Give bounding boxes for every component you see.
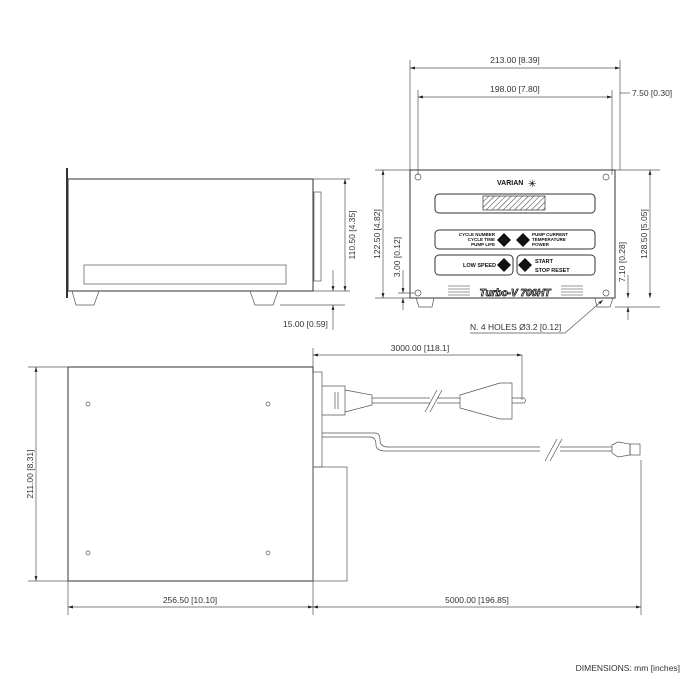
units-note: DIMENSIONS: mm [inches]	[576, 663, 680, 673]
model-logo: Turbo-V 700HT	[480, 288, 552, 299]
left-info-button[interactable]	[497, 233, 511, 247]
label-stop-reset: STOP RESET	[535, 268, 570, 274]
varian-star-icon: ✳	[528, 179, 536, 190]
label-low-speed: LOW SPEED	[463, 263, 496, 269]
label-start: START	[535, 259, 554, 265]
dim-side-height: 110.50 [4.35]	[347, 211, 357, 260]
low-speed-button[interactable]	[497, 258, 511, 272]
display-window	[482, 195, 546, 211]
dim-front-width: 213.00 [8.39]	[490, 55, 540, 65]
info-button-row	[434, 229, 596, 250]
front-view: 213.00 [8.39] 198.00 [7.80] 7.50 [0.30] …	[372, 55, 672, 334]
dim-front-hole-spacing: 198.00 [7.80]	[490, 84, 540, 94]
label-pump-life: PUMP LIFE	[471, 242, 495, 247]
label-cycle-number: CYCLE NUMBER	[459, 232, 496, 237]
label-power: POWER	[532, 242, 550, 247]
dim-front-height-left: 122.50 [4.82]	[372, 209, 382, 259]
dim-top-length: 256.50 [10.10]	[163, 595, 217, 605]
side-view: 110.50 [4.35] 15.00 [0.59]	[66, 168, 357, 330]
dim-top-depth: 211.00 [8.31]	[25, 450, 35, 499]
dim-front-foot: 7.10 [0.28]	[617, 242, 627, 282]
dim-power-cable: 3000.00 [118.1]	[391, 343, 449, 353]
top-view: 3000.00 [118.1] 211.00 [8.31] 256.50 [10…	[25, 343, 642, 615]
start-stop-button[interactable]	[518, 258, 532, 272]
dim-side-foot: 15.00 [0.59]	[283, 319, 328, 329]
dim-cable-length: 5000.00 [196.85]	[445, 595, 509, 605]
holes-note: N. 4 HOLES Ø3.2 [0.12]	[470, 322, 561, 332]
varian-logo: VARIAN	[497, 180, 523, 187]
dim-front-hole-offset: 7.50 [0.30]	[632, 88, 672, 98]
dim-front-hole-bottom: 3.00 [0.12]	[392, 237, 402, 277]
dim-front-height-right: 128.50 [5.05]	[639, 209, 649, 259]
right-info-button[interactable]	[516, 233, 530, 247]
label-temperature: TEMPERATURE	[532, 237, 566, 242]
label-pump-current: PUMP CURRENT	[532, 232, 568, 237]
label-cycle-time: CYCLE TIME	[468, 237, 495, 242]
